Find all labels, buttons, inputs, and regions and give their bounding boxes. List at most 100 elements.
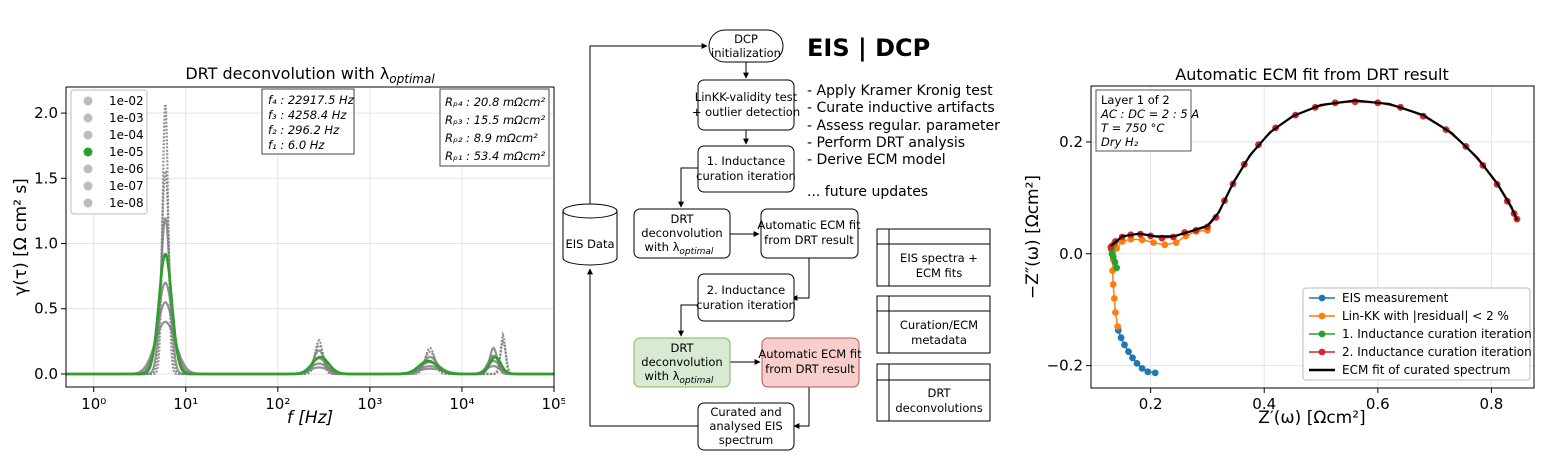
x-tick-label: 0.6 (1366, 395, 1390, 413)
info-line: AC : DC = 2 : 5 A (1100, 107, 1199, 121)
database-label: EIS Data (565, 237, 614, 251)
node-ecm-2: Automatic ECM fit from DRT result (758, 337, 862, 388)
drt-frequency-box-frame (261, 88, 355, 155)
dcp-flowchart: EIS | DCP - Apply Kramer Kronig test - C… (562, 29, 1000, 451)
freq-f1: f₁ : 6.0 Hz (268, 138, 325, 152)
feature-item: - Assess regular. parameter (807, 118, 1000, 134)
legend-marker (1318, 294, 1326, 302)
node-text: DCP (734, 32, 758, 46)
feature-item: - Apply Kramer Kronig test (807, 83, 993, 99)
node-text: deconvolution (641, 226, 722, 240)
nyquist-point (1161, 241, 1169, 249)
output-text: EIS spectra + (900, 251, 978, 265)
node-text: deconvolution (641, 355, 722, 369)
node-inductance-2: 2. Inductance curation iteration (696, 273, 796, 322)
y-tick-label: 0.2 (1059, 133, 1083, 151)
res-rp2: Rₚ₂ : 8.9 mΩcm² (445, 131, 538, 145)
nyquist-point (1138, 236, 1146, 244)
nyquist-point (1117, 334, 1125, 342)
legend-label: EIS measurement (1342, 291, 1449, 305)
feature-list: - Apply Kramer Kronig test - Curate indu… (807, 83, 1000, 200)
node-final-spectrum: Curated and analysed EIS spectrum (697, 402, 795, 451)
info-line: Layer 1 of 2 (1101, 93, 1170, 107)
drt-y-label: γ(τ) [Ω cm² s] (11, 178, 31, 296)
x-tick-label: 0.2 (1139, 395, 1163, 413)
legend-marker (83, 164, 93, 174)
nyquist-series (1107, 98, 1521, 377)
y-tick-label: 0.0 (1059, 245, 1083, 263)
output-text: Curation/ECM (900, 318, 978, 332)
nyquist-point (1144, 368, 1152, 376)
drt-frequency-box: f₄ : 22917.5 Hz f₃ : 4258.4 Hz f₂ : 296.… (261, 88, 355, 155)
nyquist-point (1114, 323, 1122, 330)
nyquist-line-1 (1111, 229, 1208, 327)
nyquist-info-box: Layer 1 of 2 AC : DC = 2 : 5 A T = 750 °… (1095, 89, 1199, 152)
y-tick-label: −0.2 (1047, 357, 1083, 375)
feature-item: - Perform DRT analysis (807, 135, 965, 151)
nyquist-point (1125, 348, 1132, 355)
node-text: curation iteration (696, 169, 796, 183)
legend-marker (1318, 312, 1326, 320)
node-initialization: DCP initialization (708, 29, 784, 63)
drt-series-1e-05 (66, 253, 554, 376)
output-text: ECM fits (916, 266, 963, 280)
future-updates: ... future updates (807, 184, 928, 200)
res-rp1: Rₚ₁ : 53.4 mΩcm² (445, 149, 545, 163)
output-table-metadata: Curation/ECM metadata (876, 295, 991, 354)
node-drt-1: DRT deconvolution with λoptimal (633, 208, 731, 259)
legend-label: 1. Inductance curation iteration (1342, 327, 1532, 341)
legend-marker (83, 96, 93, 106)
nyquist-point (1112, 309, 1119, 316)
info-line: Dry H₂ (1101, 135, 1139, 149)
freq-f4: f₄ : 22917.5 Hz (268, 93, 355, 107)
nyquist-point (1138, 365, 1146, 372)
node-text: Curated and (710, 405, 781, 419)
nyquist-point (1150, 239, 1157, 247)
drt-x-label: f [Hz] (287, 408, 333, 428)
y-tick-label: 0.5 (34, 300, 58, 318)
nyquist-legend-box (1302, 287, 1531, 381)
legend-marker (1318, 330, 1326, 338)
x-tick-label: 10³ (357, 395, 382, 413)
x-tick-label: 10¹ (173, 395, 198, 413)
node-drt-2: DRT deconvolution with λoptimal (633, 337, 731, 388)
legend-marker (83, 130, 93, 140)
nyquist-point (1113, 264, 1120, 272)
drt-series-1e-03 (66, 301, 554, 376)
x-tick-label: 10² (265, 395, 290, 413)
y-tick-label: 1.0 (34, 235, 58, 253)
nyquist-point (1129, 354, 1136, 362)
node-text: Automatic ECM fit (757, 218, 861, 232)
node-inductance-1: 1. Inductance curation iteration (696, 145, 796, 193)
node-text: LinKK-validity test (695, 90, 798, 104)
feature-item: - Derive ECM model (807, 152, 946, 168)
drt-resistance-box: Rₚ₄ : 20.8 mΩcm² Rₚ₃ : 15.5 mΩcm² Rₚ₂ : … (439, 88, 550, 167)
x-tick-label: 10⁰ (81, 395, 106, 413)
legend-marker (83, 198, 93, 208)
node-text: from DRT result (765, 362, 855, 376)
nyquist-line-4 (1110, 99, 1519, 247)
nyquist-point (1109, 281, 1117, 288)
node-text: DRT (670, 212, 694, 226)
node-text: + outlier detection (692, 105, 800, 119)
drt-series-1e-06 (66, 217, 554, 376)
nyquist-axes-frame (1090, 85, 1535, 389)
legend-label: 1e-03 (109, 111, 144, 125)
flowchart-connectors (587, 43, 810, 429)
node-text: with λoptimal (645, 369, 714, 386)
drt-title-sub: optimal (389, 72, 435, 86)
drt-resistance-box-frame (439, 88, 550, 167)
info-line: T = 750 °C (1101, 121, 1164, 135)
nyquist-y-ticks: −0.2 0.0 0.2 (1047, 133, 1091, 375)
drt-series-1e-04 (66, 281, 554, 376)
freq-f3: f₃ : 4258.4 Hz (268, 108, 347, 122)
res-rp4: Rₚ₄ : 20.8 mΩcm² (445, 95, 545, 109)
legend-label: 1e-07 (109, 179, 144, 193)
drt-title: DRT deconvolution with λoptimal (185, 64, 435, 86)
legend-label: 1e-02 (109, 94, 144, 108)
legend-marker (83, 181, 93, 191)
